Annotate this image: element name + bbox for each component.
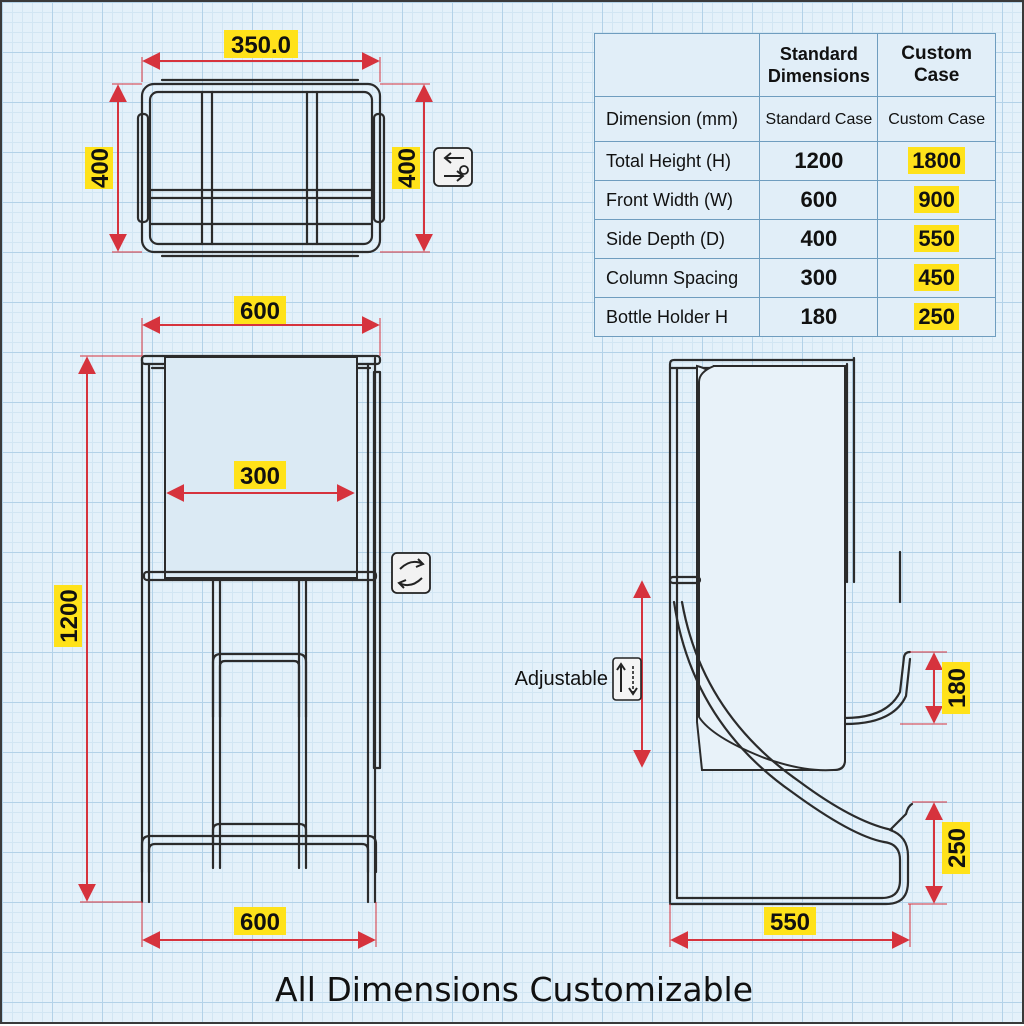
row-label: Side Depth (D): [593, 219, 761, 259]
dimension-spec-table: Standard Dimensions Custom Case Dimensio…: [593, 33, 996, 337]
custom-value-cell: 550: [877, 219, 996, 259]
side-view: Adjustable 180 250 550: [515, 356, 971, 949]
row-label: Column Spacing: [593, 258, 761, 298]
table-header-row: Standard Dimensions Custom Case: [593, 33, 996, 97]
bottle-holder-height-label: 180: [944, 668, 971, 708]
top-width-label: 350.0: [231, 32, 291, 59]
custom-value: 1800: [908, 147, 966, 174]
table-row: Side Depth (D) 400 550: [593, 219, 996, 259]
table-row: Column Spacing 300 450: [593, 258, 996, 298]
footer-title: All Dimensions Customizable: [275, 970, 753, 1009]
column-header-standard: Standard Dimensions: [759, 33, 879, 97]
base-hook-height-label: 250: [944, 828, 971, 868]
top-view: 350.0 400 400: [85, 30, 473, 258]
column-spacing-label: 300: [240, 463, 280, 490]
custom-value-cell: 1800: [877, 141, 996, 181]
subheader-label: Dimension (mm): [593, 96, 761, 142]
top-right-depth-label: 400: [394, 148, 421, 188]
custom-value: 900: [914, 186, 960, 213]
top-left-depth-label: 400: [87, 148, 114, 188]
table-row: Bottle Holder H 180 250: [593, 297, 996, 337]
standard-value: 180: [759, 297, 879, 337]
side-depth-label: 550: [770, 909, 810, 936]
row-label: Total Height (H): [593, 141, 761, 181]
custom-value-cell: 900: [877, 180, 996, 220]
front-top-width-label: 600: [240, 298, 280, 325]
table-subheader-row: Dimension (mm) Standard Case Custom Case: [593, 96, 996, 142]
front-bottom-width-label: 600: [240, 909, 280, 936]
swap-arrows-icon: [433, 147, 473, 187]
adjust-height-icon: [612, 657, 642, 701]
total-height-label: 1200: [56, 589, 83, 642]
table-corner-cell: [593, 33, 761, 97]
custom-value: 550: [914, 225, 960, 252]
adjustable-label: Adjustable: [515, 668, 608, 690]
row-label: Bottle Holder H: [593, 297, 761, 337]
standard-value: 600: [759, 180, 879, 220]
custom-value-cell: 450: [877, 258, 996, 298]
subheader-standard: Standard Case: [759, 96, 879, 142]
column-header-custom: Custom Case: [877, 33, 996, 97]
custom-value: 250: [914, 303, 960, 330]
standard-value: 1200: [759, 141, 879, 181]
table-row: Total Height (H) 1200 1800: [593, 141, 996, 181]
standard-value: 300: [759, 258, 879, 298]
front-view: 600 300 1200 600: [54, 296, 431, 949]
standard-value: 400: [759, 219, 879, 259]
custom-value-cell: 250: [877, 297, 996, 337]
row-label: Front Width (W): [593, 180, 761, 220]
subheader-custom: Custom Case: [877, 96, 996, 142]
rotate-arrows-icon: [391, 552, 431, 594]
custom-value: 450: [914, 264, 960, 291]
table-row: Front Width (W) 600 900: [593, 180, 996, 220]
